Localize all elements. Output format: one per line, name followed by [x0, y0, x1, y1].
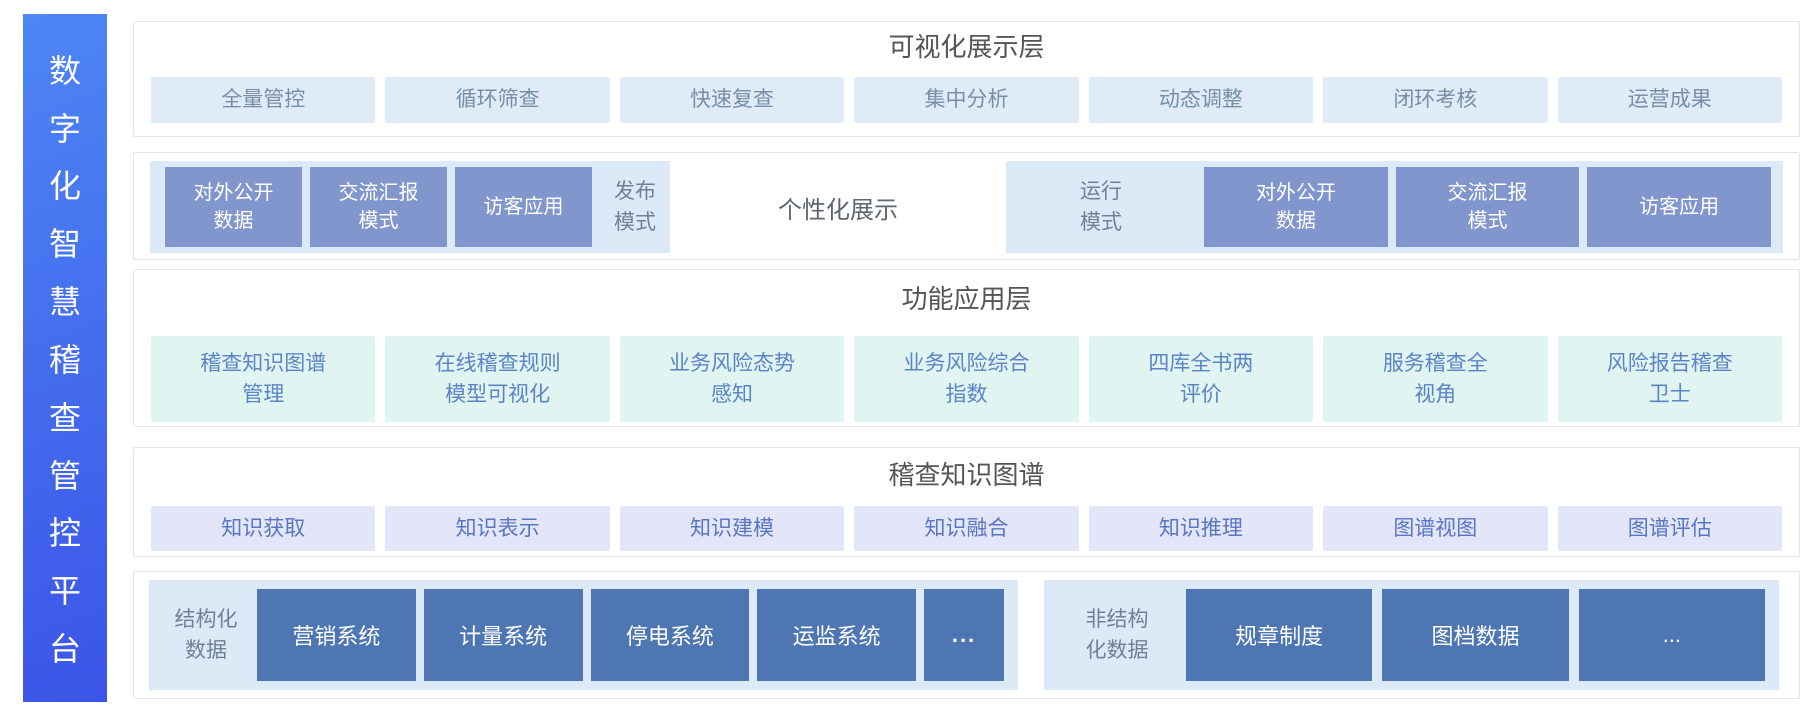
- publish-mode-label: 发布 模式: [614, 179, 656, 235]
- function-layer-title: 功能应用层: [901, 284, 1032, 314]
- structured-data-label: 结构化 数据: [174, 607, 238, 663]
- viz-chip: 动态调整: [1088, 77, 1314, 123]
- system-box: 计量系统: [423, 589, 583, 681]
- viz-chip: 快速复查: [619, 77, 845, 123]
- system-box: 停电系统: [590, 589, 750, 681]
- function-chip: 在线稽查规则 模型可视化: [385, 336, 610, 422]
- knowledge-graph-title: 稽查知识图谱: [888, 460, 1045, 490]
- layers-area: 可视化展示层 全量管控 循环筛查 快速复查 集中分析 动态调整 闭环考核 运营成…: [133, 21, 1800, 699]
- platform-title-char: 台: [48, 631, 81, 668]
- knowledge-chip: 知识表示: [385, 506, 610, 551]
- knowledge-chip: 图谱评估: [1557, 506, 1782, 551]
- system-box: 营销系统: [257, 589, 416, 681]
- viz-chip: 全量管控: [151, 77, 376, 123]
- data-layer-section: 结构化 数据 营销系统 计量系统 停电系统 运监系统 ... 非结构 化数据 规…: [133, 571, 1800, 699]
- viz-chip: 运营成果: [1557, 77, 1782, 123]
- viz-chip: 集中分析: [854, 77, 1079, 123]
- run-mode-panel: 运行 模式 对外公开 数据 交流汇报 模式 访客应用: [1006, 161, 1783, 253]
- structured-data-panel: 结构化 数据 营销系统 计量系统 停电系统 运监系统 ...: [149, 580, 1018, 690]
- publish-mode-panel: 对外公开 数据 交流汇报 模式 访客应用 发布 模式: [150, 161, 670, 253]
- document-box: 规章制度: [1186, 589, 1373, 681]
- platform-title-char: 控: [48, 515, 81, 552]
- visualization-layer-section: 可视化展示层 全量管控 循环筛查 快速复查 集中分析 动态调整 闭环考核 运营成…: [133, 21, 1800, 137]
- visualization-items-row: 全量管控 循环筛查 快速复查 集中分析 动态调整 闭环考核 运营成果: [151, 77, 1782, 123]
- publish-mode-box: 交流汇报 模式: [310, 167, 447, 247]
- viz-chip: 循环筛查: [385, 77, 610, 123]
- viz-chip: 闭环考核: [1323, 77, 1548, 123]
- function-chip: 业务风险态势 感知: [619, 336, 845, 422]
- platform-title-char: 慧: [48, 284, 81, 321]
- knowledge-items-row: 知识获取 知识表示 知识建模 知识融合 知识推理 图谱视图 图谱评估: [151, 506, 1782, 551]
- platform-title-char: 字: [48, 110, 81, 147]
- function-chip: 服务稽查全 视角: [1323, 336, 1548, 422]
- platform-title-char: 管: [48, 457, 81, 494]
- platform-title-char: 稽: [48, 341, 81, 378]
- unstructured-more-box: ...: [1578, 589, 1765, 681]
- platform-title-char: 数: [48, 52, 81, 89]
- function-items-row: 稽查知识图谱 管理 在线稽查规则 模型可视化 业务风险态势 感知 业务风险综合 …: [151, 336, 1782, 422]
- function-chip: 业务风险综合 指数: [854, 336, 1079, 422]
- run-mode-label: 运行 模式: [1080, 179, 1122, 235]
- knowledge-chip: 知识融合: [854, 506, 1079, 551]
- function-chip: 稽查知识图谱 管理: [151, 336, 376, 422]
- platform-title-bar: 数 字 化 智 慧 稽 查 管 控 平 台: [23, 14, 107, 702]
- knowledge-chip: 知识获取: [151, 506, 376, 551]
- structured-more-box: ...: [924, 589, 1004, 681]
- platform-title-char: 化: [48, 168, 81, 205]
- personalized-display-label: 个性化展示: [778, 196, 898, 224]
- knowledge-chip: 图谱视图: [1323, 506, 1548, 551]
- platform-title-char: 平: [48, 573, 81, 610]
- knowledge-chip: 知识建模: [619, 506, 845, 551]
- document-box: 图档数据: [1382, 589, 1569, 681]
- system-box: 运监系统: [757, 589, 916, 681]
- display-mode-section: 对外公开 数据 交流汇报 模式 访客应用 发布 模式 个性化展示 运行 模式 对…: [133, 152, 1800, 260]
- unstructured-data-panel: 非结构 化数据 规章制度 图档数据 ...: [1044, 580, 1779, 690]
- run-mode-box: 访客应用: [1587, 167, 1772, 247]
- publish-mode-box: 对外公开 数据: [165, 167, 302, 247]
- publish-mode-box: 访客应用: [455, 167, 592, 247]
- platform-title-char: 智: [48, 226, 81, 263]
- knowledge-chip: 知识推理: [1088, 506, 1314, 551]
- platform-title-char: 查: [48, 399, 81, 436]
- function-chip: 风险报告稽查 卫士: [1557, 336, 1782, 422]
- unstructured-data-label: 非结构 化数据: [1085, 607, 1149, 663]
- visualization-layer-title: 可视化展示层: [888, 32, 1045, 62]
- run-mode-box: 对外公开 数据: [1204, 167, 1388, 247]
- knowledge-graph-section: 稽查知识图谱 知识获取 知识表示 知识建模 知识融合 知识推理 图谱视图 图谱评…: [133, 447, 1800, 557]
- run-mode-box: 交流汇报 模式: [1395, 167, 1580, 247]
- function-chip: 四库全书两 评价: [1088, 336, 1314, 422]
- function-layer-section: 功能应用层 稽查知识图谱 管理 在线稽查规则 模型可视化 业务风险态势 感知 业…: [133, 269, 1800, 427]
